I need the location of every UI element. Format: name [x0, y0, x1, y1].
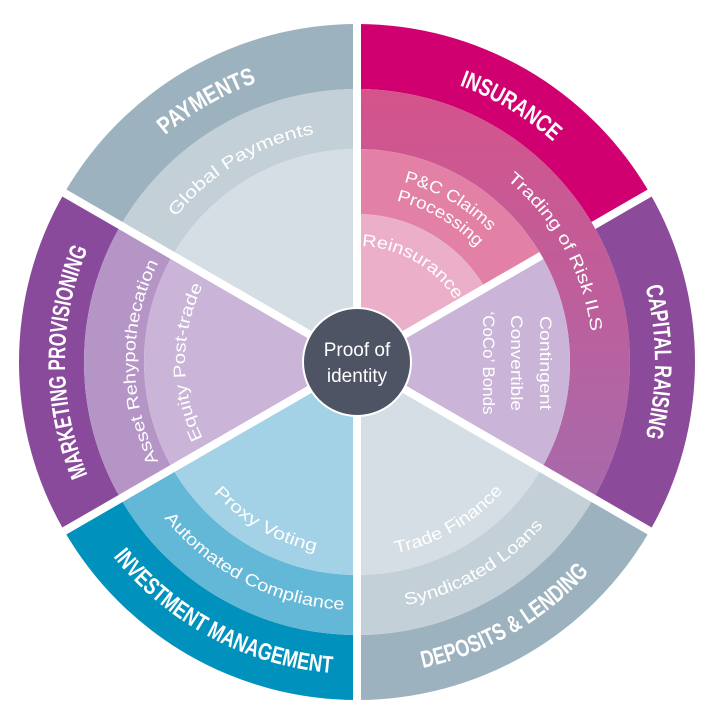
payments-outer-band — [64, 24, 357, 226]
capital-raising-inner-area — [357, 255, 570, 469]
trading-risk-band — [357, 89, 630, 499]
sector-divider — [591, 187, 656, 229]
center-label-line2: identity — [327, 366, 388, 387]
item-convertible: Convertible — [507, 315, 526, 411]
deposits-inner-area — [357, 362, 542, 575]
sector-divider — [58, 187, 360, 366]
deposits-outer-band — [357, 498, 650, 700]
sector-divider — [354, 358, 656, 537]
capital-raising-outer-band — [593, 193, 695, 531]
sector-divider — [58, 358, 360, 537]
investment-outer-band — [64, 498, 357, 700]
center-label-line1: Proof of — [324, 340, 391, 361]
marketing-outer-band — [18, 193, 121, 531]
deposits-middle-band — [357, 468, 594, 635]
center-circle — [302, 307, 412, 417]
item-coco-bonds: ‘CoCo’ Bonds — [479, 312, 498, 415]
marketing-inner-area — [144, 255, 357, 469]
insurance-pc-band — [357, 149, 542, 288]
investment-middle-band — [120, 468, 357, 635]
item-contingent: Contingent — [536, 316, 555, 410]
payments-inner-area — [172, 149, 357, 362]
payments-middle-band — [120, 89, 357, 256]
insurance-outer-band — [357, 24, 650, 226]
investment-inner-area — [172, 362, 357, 575]
marketing-middle-band — [84, 225, 173, 499]
